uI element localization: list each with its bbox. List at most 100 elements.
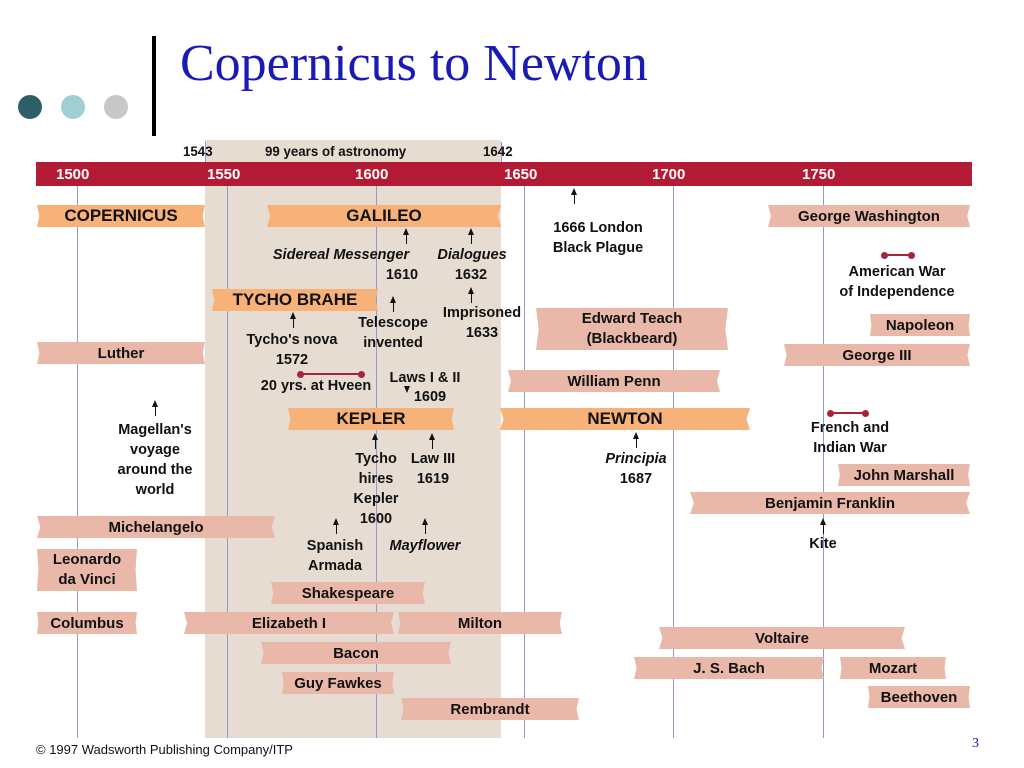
edward-teach-line-1: Edward Teach (581, 310, 683, 327)
event-law-iii-year: 1619 (416, 471, 450, 487)
event-laws-i-ii: Laws I & II (389, 370, 461, 386)
year-label-1550: 1550 (207, 166, 241, 183)
astronomy-period-highlight (205, 140, 501, 738)
event-spanish: Spanish (306, 538, 364, 554)
arrow-tychos-nova (290, 312, 296, 328)
event-imprisoned-year: 1633 (465, 325, 499, 341)
range-20-yrs-hveen (297, 370, 365, 378)
event-principia-year: 1687 (619, 471, 653, 487)
event-tychos-nova: Tycho's nova (246, 332, 338, 348)
arrow-telescope (390, 296, 396, 312)
arrow-london-plague (571, 188, 577, 204)
event-tycho-hires-2: hires (358, 471, 394, 487)
bar-elizabeth-i: Elizabeth I (184, 612, 394, 634)
bar-george-iii: George III (784, 344, 970, 366)
bar-william-penn: William Penn (508, 370, 720, 392)
arrow-mayflower (422, 518, 428, 534)
highlight-label: 99 years of astronomy (265, 143, 407, 159)
bar-tycho-brahe: TYCHO BRAHE (212, 289, 378, 311)
bar-guy-fawkes: Guy Fawkes (282, 672, 394, 694)
event-london-plague-2: Black Plague (552, 240, 644, 256)
event-magellan-3: around the (117, 462, 193, 478)
bar-rembrandt: Rembrandt (401, 698, 579, 720)
arrow-law-iii (429, 433, 435, 449)
bar-beethoven: Beethoven (868, 686, 970, 708)
gridline-1750 (823, 186, 824, 738)
arrow-sidereal-messenger (403, 228, 409, 244)
event-armada: Armada (308, 558, 362, 574)
event-magellan-1: Magellan's (118, 422, 192, 438)
bar-michelangelo: Michelangelo (37, 516, 275, 538)
slide-title: Copernicus to Newton (180, 35, 648, 92)
arrow-magellan (152, 400, 158, 416)
tick-1642 (501, 142, 502, 162)
event-tycho-hires-3: Kepler (353, 491, 399, 507)
year-label-1600: 1600 (355, 166, 389, 183)
event-magellan-2: voyage (130, 442, 180, 458)
copyright-notice: © 1997 Wadsworth Publishing Company/ITP (36, 742, 293, 757)
arrow-tycho-hires (372, 433, 378, 449)
bar-newton: NEWTON (500, 408, 750, 430)
gridline-1500 (77, 186, 78, 738)
bar-bacon: Bacon (261, 642, 451, 664)
year-label-1700: 1700 (652, 166, 686, 183)
gridline-1600 (376, 186, 377, 738)
event-mayflower: Mayflower (389, 538, 461, 554)
decor-dot-gray (104, 95, 128, 119)
event-tycho-hires-1: Tycho (355, 451, 397, 467)
event-telescope: Telescope (358, 315, 428, 331)
event-principia: Principia (605, 451, 667, 467)
year-label-1500: 1500 (56, 166, 90, 183)
bar-kepler: KEPLER (288, 408, 454, 430)
edward-teach-line-2: (Blackbeard) (586, 330, 678, 347)
event-tychos-nova-year: 1572 (275, 352, 309, 368)
arrow-imprisoned (468, 287, 474, 303)
bar-luther: Luther (37, 342, 205, 364)
tick-1543 (205, 142, 206, 162)
gridline-1650 (524, 186, 525, 738)
bar-mozart: Mozart (840, 657, 946, 679)
arrow-laws-i-ii (404, 386, 410, 393)
bar-leonardo: Leonardo da Vinci (37, 549, 137, 591)
bar-js-bach: J. S. Bach (634, 657, 824, 679)
highlight-start-year: 1543 (183, 143, 213, 159)
arrow-spanish-armada (333, 518, 339, 534)
bar-benjamin-franklin: Benjamin Franklin (690, 492, 970, 514)
event-dialogues: Dialogues (437, 247, 507, 263)
range-american-war (881, 251, 915, 259)
title-divider (152, 36, 156, 136)
bar-copernicus: COPERNICUS (37, 205, 205, 227)
event-tycho-hires-year: 1600 (359, 511, 393, 527)
bar-voltaire: Voltaire (659, 627, 905, 649)
page-number: 3 (972, 736, 979, 751)
decor-dot-teal (61, 95, 85, 119)
range-french-indian-war (827, 409, 869, 417)
year-axis (36, 162, 972, 186)
event-american-war-2: of Independence (839, 284, 955, 300)
event-french-indian-2: Indian War (813, 440, 887, 456)
event-law-iii: Law III (410, 451, 456, 467)
event-laws-year: 1609 (413, 389, 447, 405)
highlight-end-year: 1642 (483, 143, 513, 159)
event-dialogues-year: 1632 (454, 267, 488, 283)
leonardo-line-2: da Vinci (58, 571, 116, 588)
bar-edward-teach: Edward Teach (Blackbeard) (536, 308, 728, 350)
leonardo-line-1: Leonardo (52, 551, 122, 568)
event-sidereal-messenger: Sidereal Messenger (272, 247, 410, 263)
year-label-1750: 1750 (802, 166, 836, 183)
event-french-indian-1: French and (810, 420, 890, 436)
event-hveen: 20 yrs. at Hveen (260, 378, 372, 394)
year-label-1650: 1650 (504, 166, 538, 183)
event-sidereal-year: 1610 (385, 267, 419, 283)
event-kite: Kite (809, 536, 837, 552)
bar-john-marshall: John Marshall (838, 464, 970, 486)
event-american-war-1: American War (848, 264, 946, 280)
event-imprisoned: Imprisoned (442, 305, 522, 321)
gridline-1700 (673, 186, 674, 738)
event-london-plague-1: 1666 London (553, 220, 643, 236)
arrow-kite (820, 518, 826, 534)
bar-shakespeare: Shakespeare (271, 582, 425, 604)
arrow-principia (633, 432, 639, 448)
bar-milton: Milton (398, 612, 562, 634)
gridline-1550 (227, 186, 228, 738)
